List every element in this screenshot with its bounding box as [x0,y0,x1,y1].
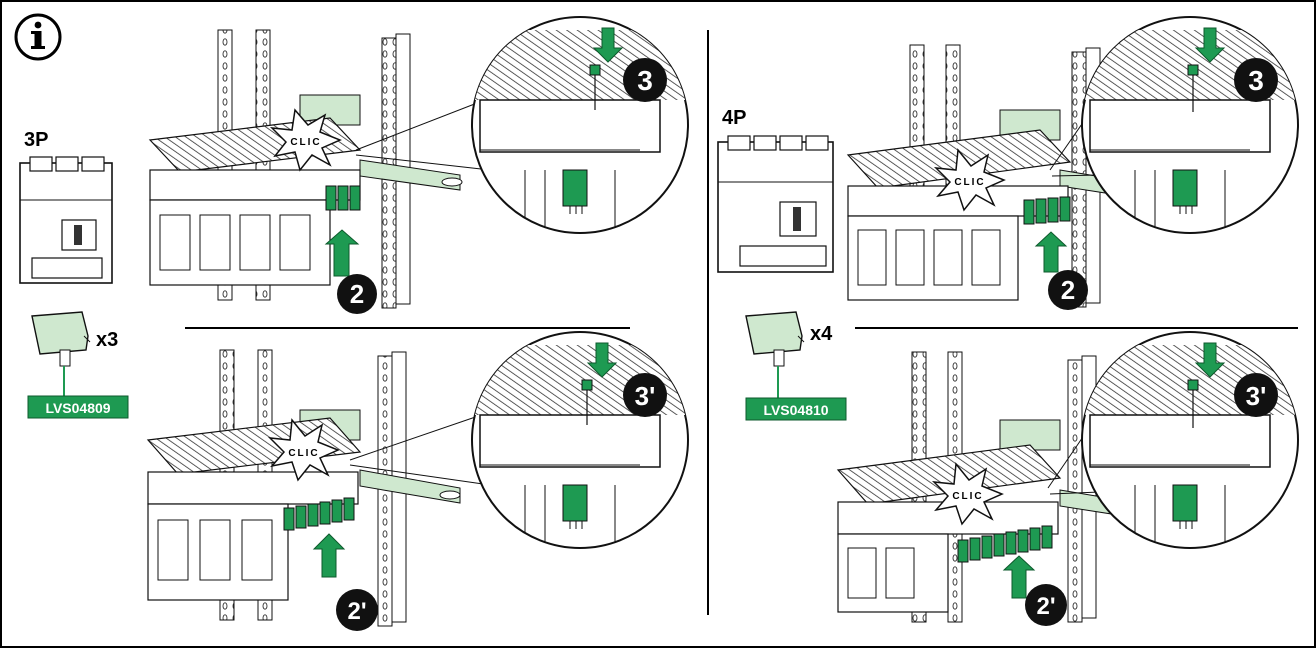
breaker-4p [717,135,834,273]
svg-text:3: 3 [1248,65,1264,96]
assembly-top-right: CLIC [846,44,1151,308]
svg-text:2: 2 [350,279,364,309]
clic-label-bottom-left: CLIC [288,448,319,459]
step-badge-2-right: 2 [1048,270,1088,310]
quantity-x4: x4 [810,323,833,345]
part-number-left: LVS04809 [45,400,110,416]
breaker-3p [19,156,113,284]
step-badge-2prime-right: 2' [1025,584,1067,626]
magnifier-bottom-left [471,331,689,549]
part-number-right: LVS04810 [763,402,828,418]
step-badge-3-right: 3 [1234,58,1278,102]
assembly-bottom-left: CLIC [146,349,491,627]
step-badge-3prime-right: 3' [1234,373,1278,417]
svg-text:3: 3 [637,65,653,96]
terminal-shield-3p [31,311,91,367]
terminal-shield-4p [745,311,805,367]
magnifier-bottom-right [1081,331,1299,549]
svg-text:2': 2' [1036,593,1055,620]
clic-label-top-left: CLIC [290,137,321,148]
step-badge-2-left: 2 [337,274,377,314]
info-circle-icon [14,13,62,61]
svg-text:3': 3' [1246,381,1267,411]
svg-text:2: 2 [1061,275,1075,305]
pole-label-4p: 4P [722,107,746,129]
pole-label-3p: 3P [24,129,48,151]
assembly-top-left: CLIC [148,29,491,309]
magnifier-top-right [1081,16,1299,234]
clic-label-top-right: CLIC [954,177,985,188]
right-panel: 4P x4 LVS04810 [717,16,1299,626]
svg-text:2': 2' [347,598,366,625]
step-badge-2prime-left: 2' [336,589,378,631]
left-panel: 3P x3 LVS04809 [19,16,689,631]
step-badge-3-left: 3 [623,58,667,102]
svg-text:3': 3' [635,381,656,411]
clic-label-bottom-right: CLIC [952,491,983,502]
part-number-badge-left [27,395,129,419]
quantity-x3: x3 [96,329,118,351]
part-number-badge-right [745,397,847,421]
step-badge-3prime-left: 3' [623,373,667,417]
magnifier-top-left [471,16,689,234]
